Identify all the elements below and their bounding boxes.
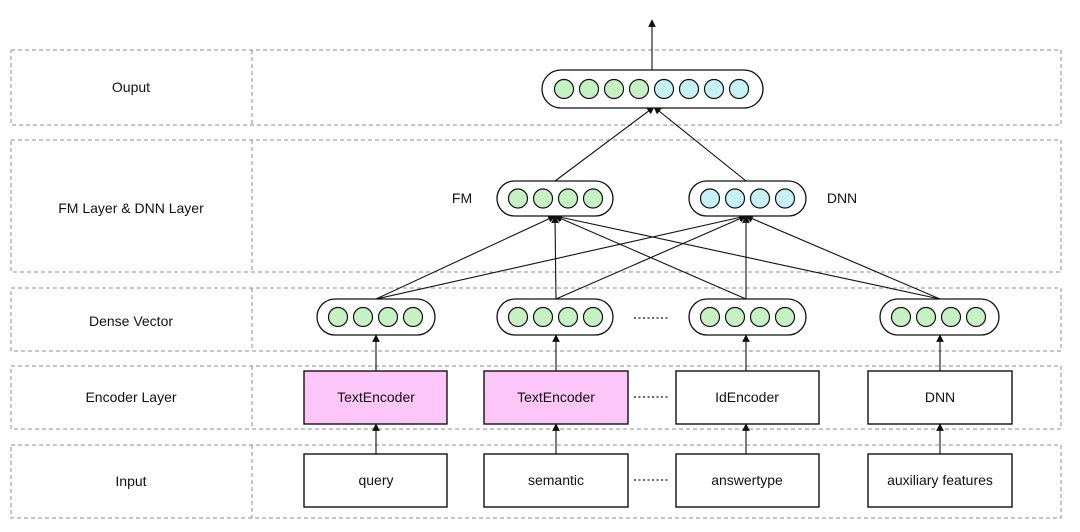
fm-node — [532, 188, 554, 209]
dense-to-fm-edge — [375, 215, 556, 300]
output-node — [653, 78, 675, 100]
input-row-frame — [10, 444, 1062, 519]
id-encoder-box — [675, 370, 820, 425]
row-frames — [10, 49, 1062, 519]
dense-node — [352, 306, 374, 328]
row-label-dense: Dense Vector — [89, 313, 173, 329]
dense-row-frame — [10, 287, 1062, 352]
dense-vector-1 — [316, 298, 436, 336]
output-node — [603, 78, 625, 100]
vector-nodes — [327, 78, 987, 328]
dense-node — [774, 306, 796, 328]
dense-to-fm-edge — [554, 213, 941, 300]
output-node — [703, 78, 725, 100]
row-label-input: Input — [115, 473, 146, 489]
fm-label: FM — [452, 190, 472, 206]
dense-node — [699, 306, 721, 328]
dense-node — [402, 306, 424, 328]
encoder-label: IdEncoder — [715, 389, 779, 405]
output-row-frame — [10, 49, 1062, 126]
dnn-node — [724, 188, 746, 209]
dnn-label: DNN — [827, 190, 857, 206]
dense-node — [327, 306, 349, 328]
dense-node — [940, 306, 962, 328]
dnn-to-output-edge — [653, 106, 747, 182]
encoder-row-frame — [10, 365, 1062, 430]
dense-vector-2 — [496, 298, 614, 336]
dense-node — [724, 306, 746, 328]
output-node — [553, 78, 575, 100]
input-box — [303, 453, 448, 508]
output-node — [578, 78, 600, 100]
text-encoder-box — [483, 370, 629, 425]
connections — [372, 19, 944, 454]
dense-node — [507, 306, 529, 328]
dnn-node — [774, 188, 796, 209]
dense-to-dnn-edge — [555, 215, 747, 300]
dnn-node — [749, 188, 771, 209]
output-node — [628, 78, 650, 100]
row-label-fm-dnn: FM Layer & DNN Layer — [58, 200, 204, 216]
fm-node — [557, 188, 579, 209]
dense-node — [915, 306, 937, 328]
input-box — [675, 453, 820, 508]
encoder-label: DNN — [925, 389, 955, 405]
input-box — [483, 453, 629, 508]
dnn-vector — [688, 180, 807, 217]
dense-vector-3 — [688, 298, 807, 336]
encoder-boxes: TextEncoder TextEncoder IdEncoder DNN — [303, 370, 1013, 425]
fm-node — [582, 188, 604, 209]
output-node — [728, 78, 750, 100]
row-labels: Ouput FM Layer & DNN Layer Dense Vector … — [58, 79, 204, 489]
dense-node — [582, 306, 604, 328]
encoder-label: TextEncoder — [517, 389, 595, 405]
fm-to-output-edge — [554, 106, 655, 182]
dense-node — [532, 306, 554, 328]
input-label: answertype — [711, 472, 783, 488]
dense-node — [965, 306, 987, 328]
fm-vector — [496, 180, 614, 217]
fm-node — [507, 188, 529, 209]
dnn-node — [699, 188, 721, 209]
input-box — [867, 453, 1013, 508]
input-label: auxiliary features — [887, 472, 993, 488]
dense-vector-4 — [879, 298, 1000, 336]
text-encoder-box — [303, 370, 448, 425]
vector-pills — [316, 69, 1000, 336]
encoder-label: TextEncoder — [337, 389, 415, 405]
dense-node — [557, 306, 579, 328]
output-node — [678, 78, 700, 100]
row-label-output: Ouput — [112, 79, 150, 95]
input-label: semantic — [528, 472, 584, 488]
dnn-encoder-box — [867, 370, 1013, 425]
dense-to-dnn-edge — [375, 213, 747, 300]
input-label: query — [358, 472, 393, 488]
output-vector — [541, 69, 764, 109]
input-boxes: query semantic answertype auxiliary feat… — [303, 453, 1013, 508]
dense-node — [749, 306, 771, 328]
fm-dnn-row-frame — [10, 139, 1062, 273]
dense-to-dnn-edge — [745, 215, 941, 300]
dense-node — [890, 306, 912, 328]
dense-to-fm-edge — [551, 215, 559, 300]
dense-node — [377, 306, 399, 328]
row-label-encoder: Encoder Layer — [85, 389, 176, 405]
ellipsis-markers — [634, 317, 669, 481]
